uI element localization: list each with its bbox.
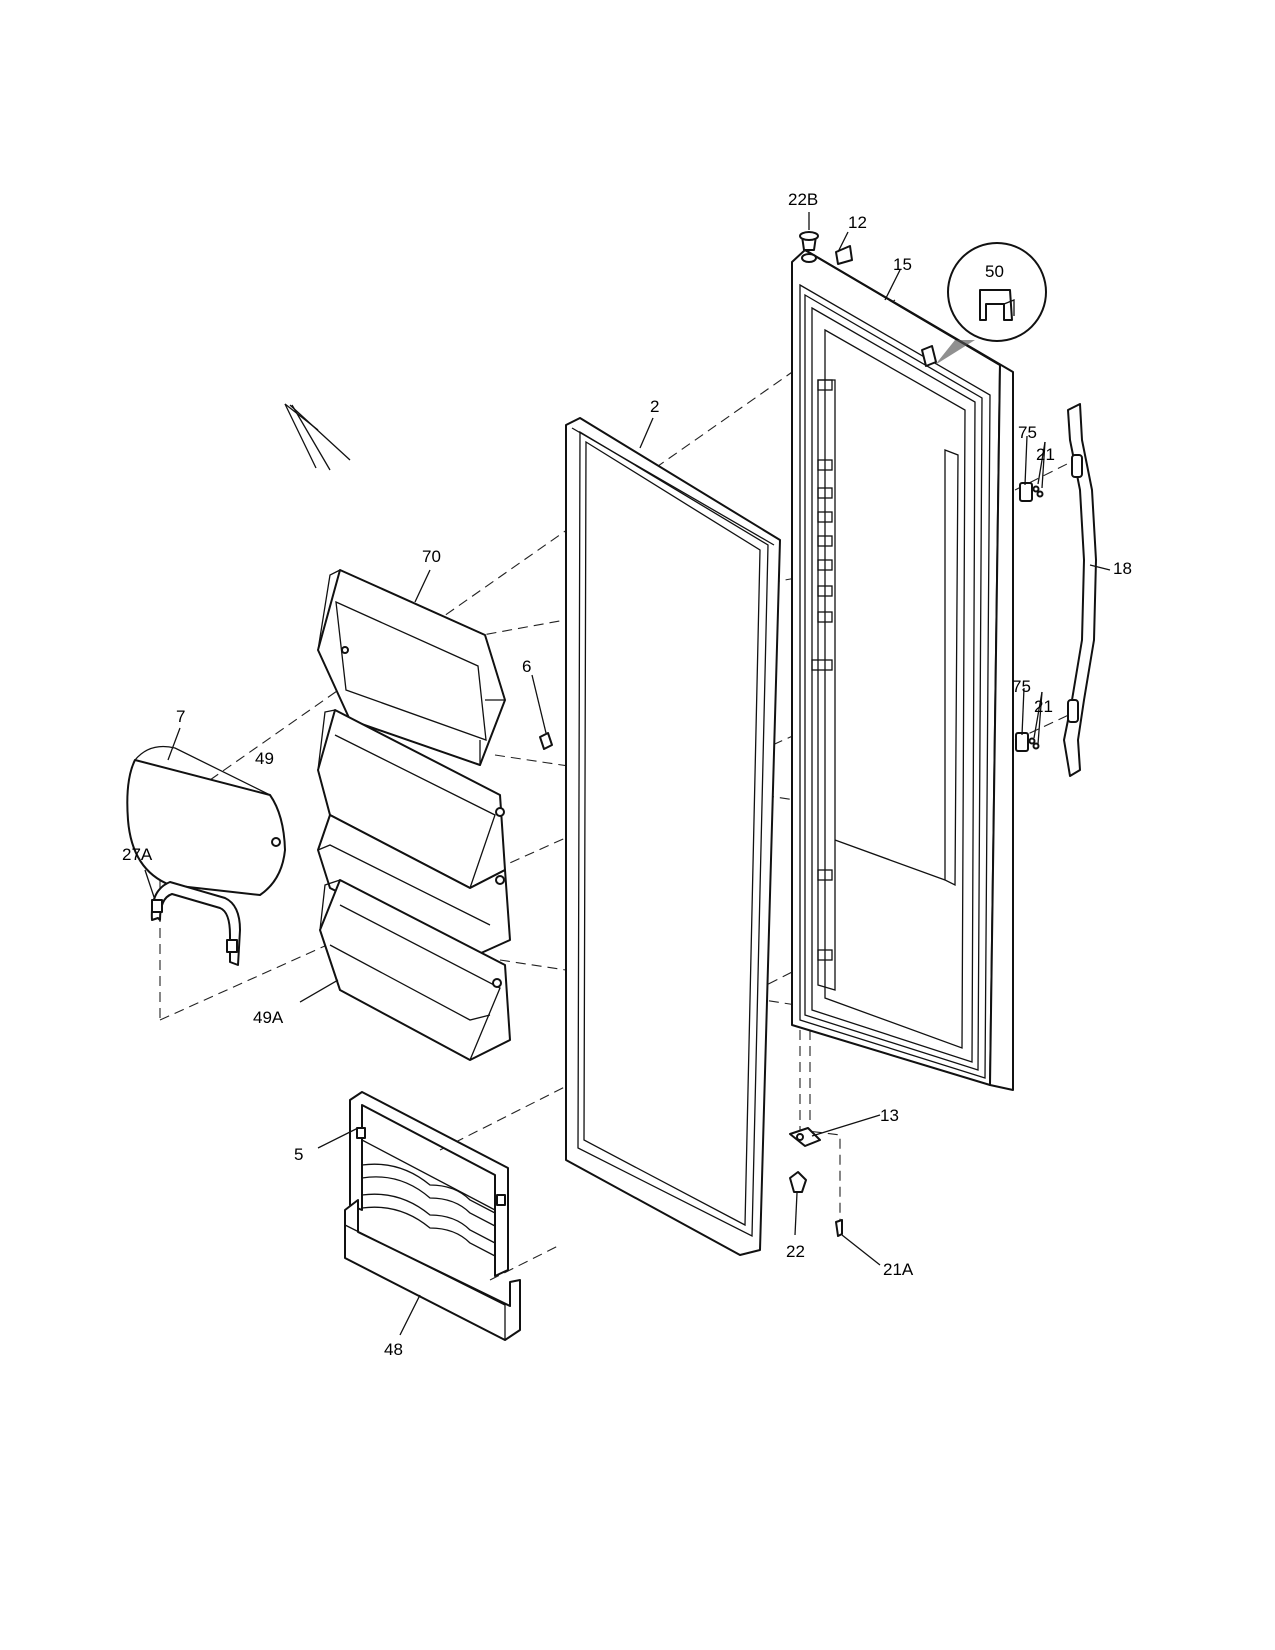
handle-bracket-lower	[1015, 732, 1040, 752]
label-75-lower: 75	[1012, 677, 1031, 696]
label-22b: 22B	[788, 190, 818, 209]
detail-circle-50	[935, 242, 1047, 365]
door-assembly	[791, 249, 1014, 1091]
bin-49a	[319, 879, 511, 1061]
label-7: 7	[176, 707, 185, 726]
label-18: 18	[1113, 559, 1132, 578]
shelf-studs	[811, 379, 833, 961]
label-21-lower: 21	[1034, 697, 1053, 716]
gasket	[565, 417, 781, 1256]
label-48: 48	[384, 1340, 403, 1359]
leader-lines	[144, 212, 1111, 1336]
cover-7	[126, 745, 286, 896]
cap-22b	[799, 231, 819, 251]
label-plate-12	[835, 245, 853, 265]
label-50: 50	[985, 262, 1004, 281]
label-6: 6	[522, 657, 531, 676]
label-70: 70	[422, 547, 441, 566]
screw-21a	[835, 1219, 843, 1237]
label-49a: 49A	[253, 1008, 284, 1027]
handle-27a	[150, 881, 241, 966]
callout-labels: 22B 12 15 50 2 75 21 18 70 6 7 49 27A 75…	[122, 190, 1132, 1359]
handle-bracket-upper	[1019, 482, 1044, 502]
label-21a: 21A	[883, 1260, 914, 1279]
label-49: 49	[255, 749, 274, 768]
bin-49-lower	[317, 814, 511, 959]
label-15: 15	[893, 255, 912, 274]
hinge-13	[789, 1127, 821, 1147]
label-2: 2	[650, 397, 659, 416]
door-handle	[1063, 403, 1097, 777]
bin-70	[317, 569, 506, 766]
label-21-upper: 21	[1036, 445, 1055, 464]
bushing-22	[789, 1171, 807, 1193]
label-5: 5	[294, 1145, 303, 1164]
shelf-48	[344, 1199, 521, 1341]
label-12: 12	[848, 213, 867, 232]
clip-6	[539, 732, 553, 750]
label-13: 13	[880, 1106, 899, 1125]
label-75-upper: 75	[1018, 423, 1037, 442]
label-27a: 27A	[122, 845, 153, 864]
label-22: 22	[786, 1242, 805, 1261]
